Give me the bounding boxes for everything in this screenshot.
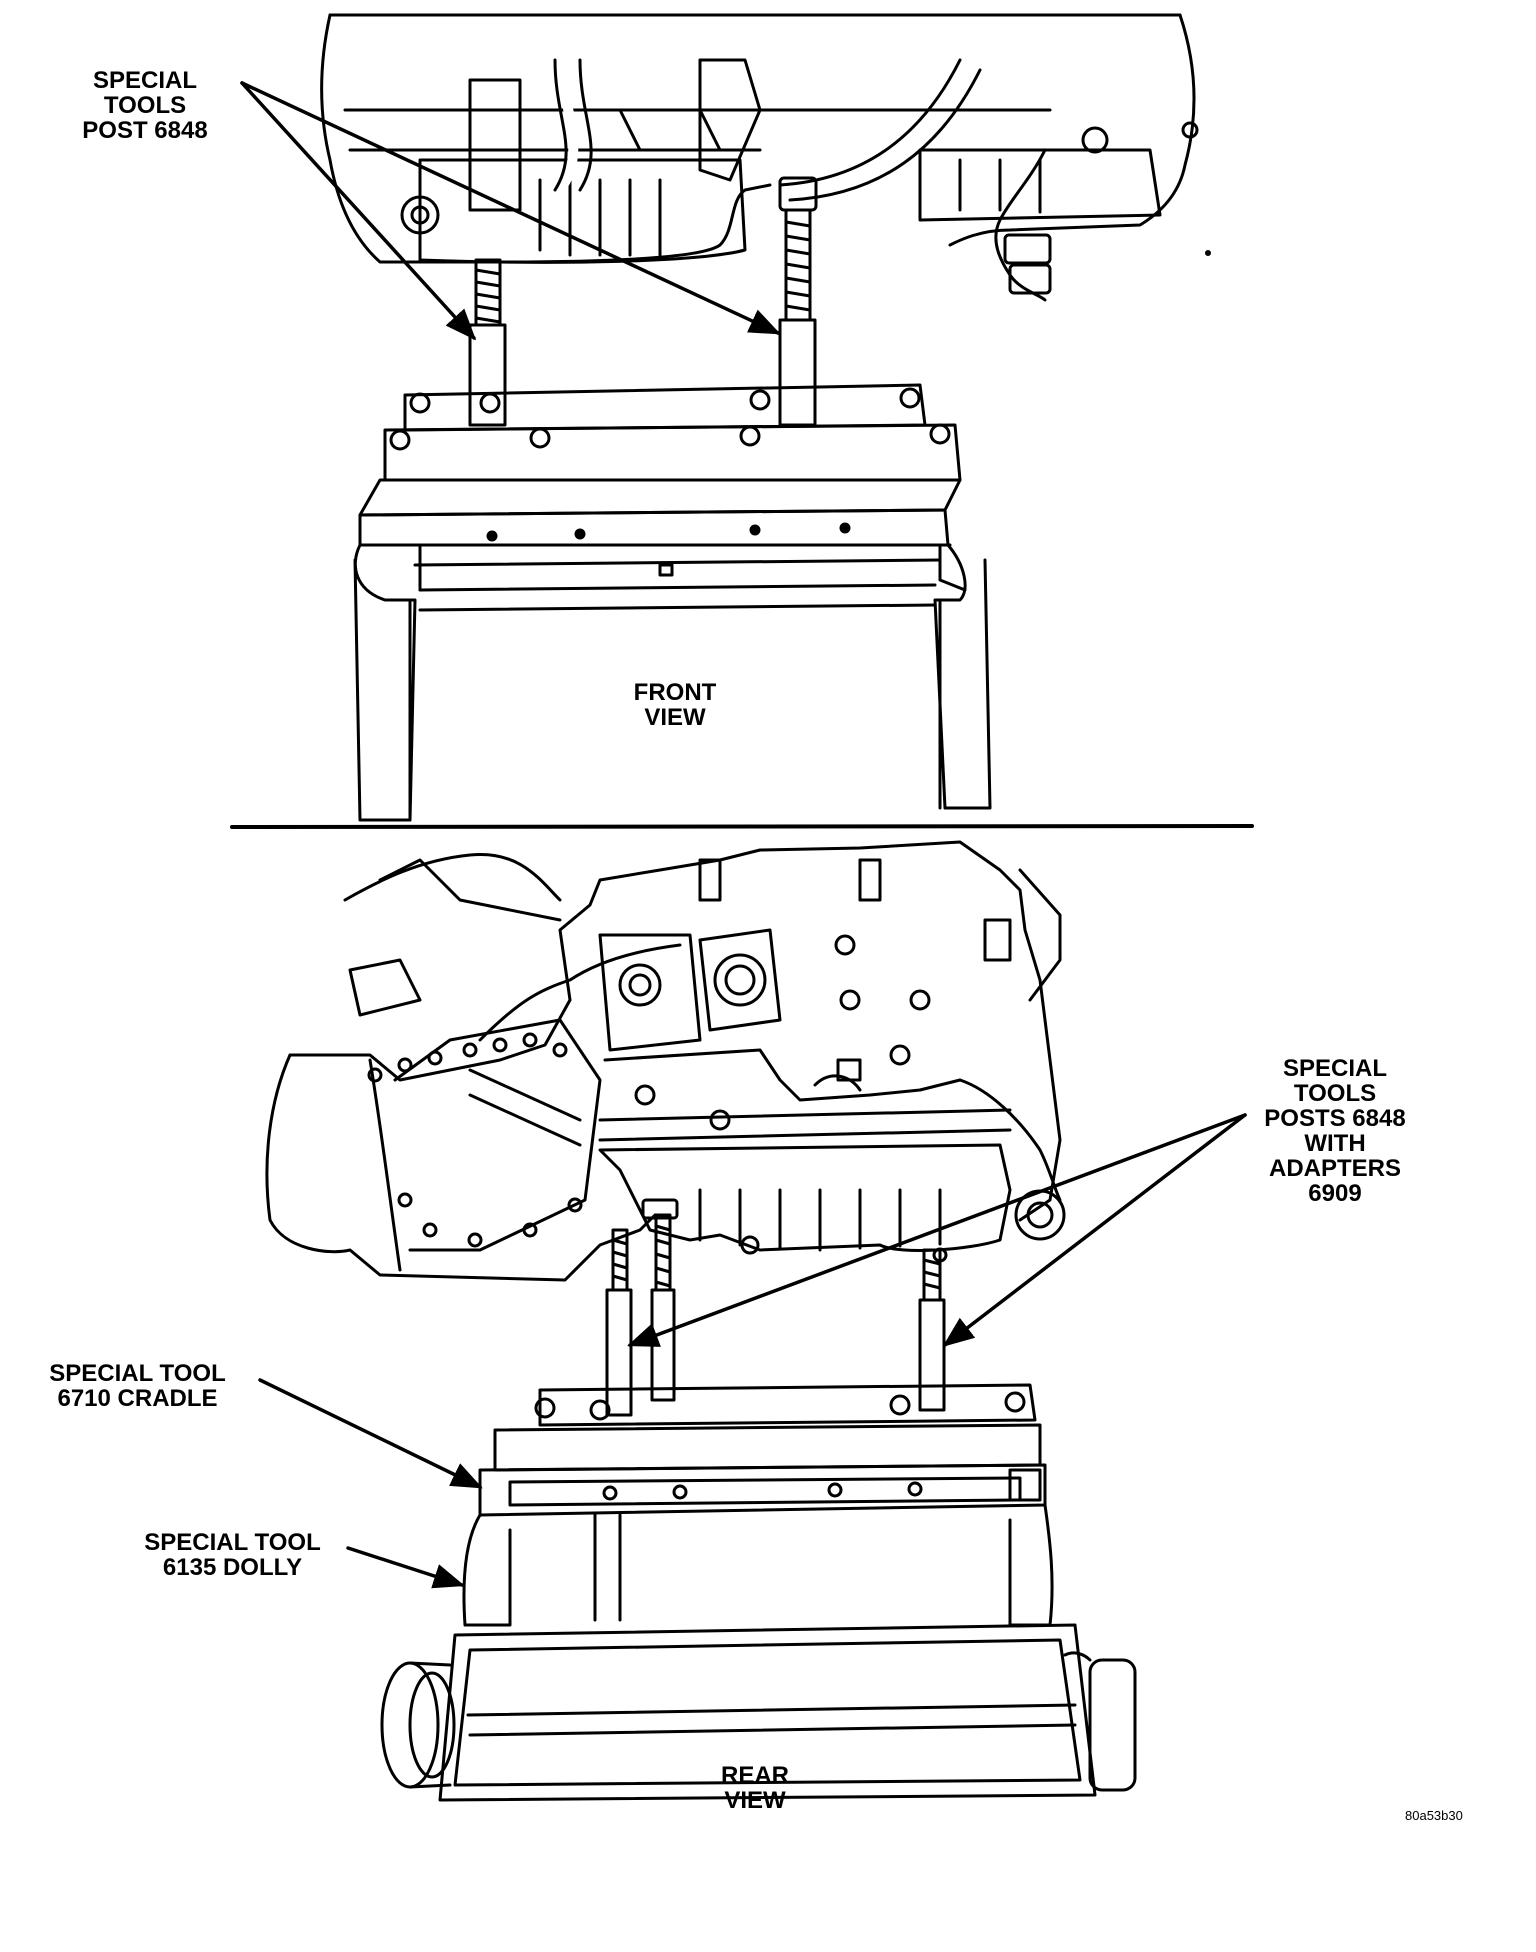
view-divider: [230, 824, 1254, 829]
callout-special-tools-posts-6848-adapters-6909: SPECIAL TOOLS POSTS 6848 WITH ADAPTERS 6…: [1264, 1055, 1406, 1207]
rear-cradle: [478, 1383, 1047, 1517]
front-support-posts: [468, 176, 818, 427]
callout-leaders: [240, 81, 1247, 1589]
rear-dolly: [380, 1503, 1137, 1802]
front-dolly: [353, 543, 992, 822]
callout-special-tools-post-6848: SPECIAL TOOLS POST 6848: [82, 67, 208, 144]
callout-special-tool-6135-dolly: SPECIAL TOOL 6135 DOLLY: [144, 1529, 321, 1581]
callout-special-tool-6710-cradle: SPECIAL TOOL 6710 CRADLE: [49, 1360, 226, 1412]
front-engine-assembly: [320, 13, 1211, 302]
figure-reference-code: 80a53b30: [1405, 1808, 1463, 1823]
front-cradle: [358, 383, 967, 592]
rear-view-label: REAR VIEW: [720, 1762, 789, 1814]
front-view-label: FRONT VIEW: [633, 679, 717, 731]
